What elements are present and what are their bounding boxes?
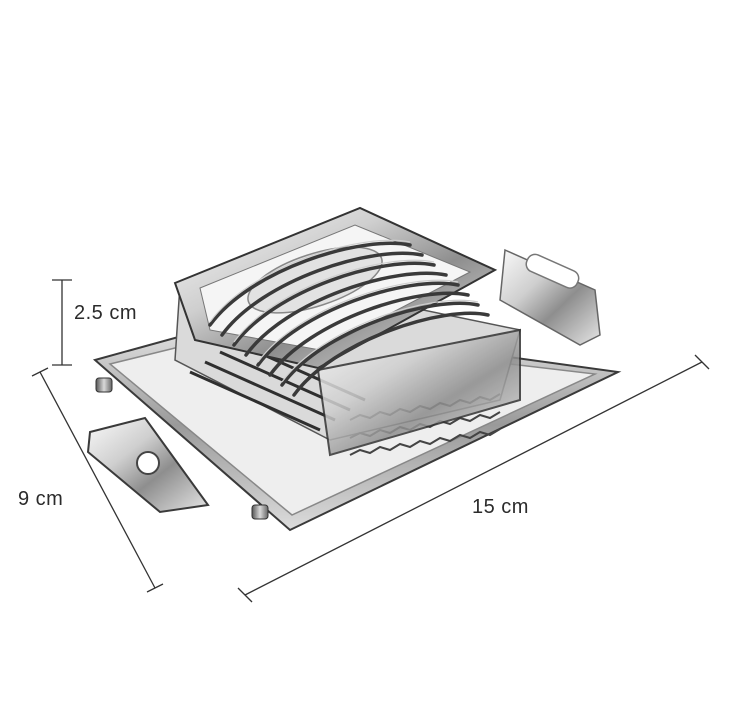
height-dimension-label: 2.5 cm — [74, 302, 138, 324]
depth-dimension-label: 9 cm — [18, 488, 64, 510]
wire-lid — [173, 206, 498, 397]
dimension-lines — [31, 279, 710, 603]
width-dimension-label: 15 cm — [472, 496, 529, 518]
